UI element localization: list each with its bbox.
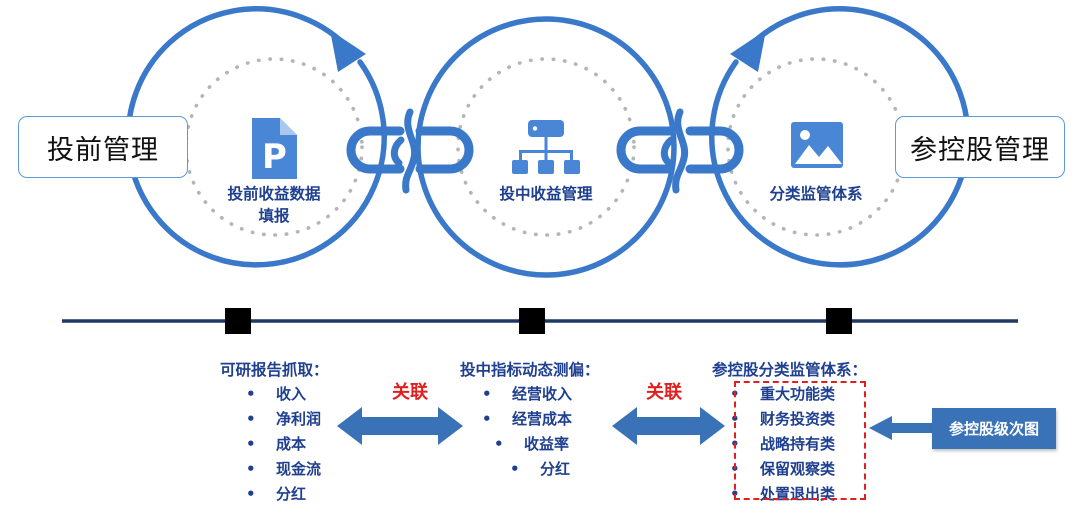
list-item-label: 重大功能类 — [760, 385, 836, 403]
timeline-marker-3 — [826, 308, 852, 334]
label-shareholding-management-text: 参控股管理 — [910, 134, 1050, 166]
list-item: • 净利润 — [218, 407, 329, 432]
list-item-label: 现金流 — [276, 460, 322, 478]
document-p-icon: P — [252, 118, 297, 179]
label-pre-investment: 投前管理 — [18, 116, 188, 178]
svg-text:P: P — [262, 137, 287, 177]
list-item-label: 分红 — [276, 485, 307, 503]
relation-arrow-2 — [612, 407, 725, 445]
org-chart-icon — [512, 120, 580, 174]
list-item: • 经营收入 — [460, 382, 600, 407]
list-item: • 成本 — [218, 432, 329, 457]
list-item-label: 成本 — [276, 435, 307, 453]
list-item-label: 净利润 — [276, 410, 322, 428]
callout-label: 参控股级次图 — [948, 420, 1039, 438]
list-item-label: 财务投资类 — [760, 410, 836, 428]
timeline-marker-1 — [225, 308, 251, 334]
column-c-title: 参控股分类监管体系： — [712, 361, 868, 379]
bullet-icon: • — [482, 410, 492, 428]
relation-label-1: 关联 — [392, 382, 428, 403]
list-item-label: 收益率 — [524, 435, 570, 453]
timeline-marker-2 — [519, 308, 545, 334]
bullet-icon: • — [510, 460, 520, 478]
list-item: • 经营成本 — [460, 407, 600, 432]
column-a-list: • 收入 • 净利润 • 成本 • 现金流 • 分红 — [218, 382, 329, 507]
circle-outline-2 — [415, 16, 677, 278]
callout-shareholding-level-chart[interactable]: 参控股级次图 — [932, 408, 1056, 449]
bullet-icon: • — [494, 435, 504, 453]
list-item: • 分红 — [460, 457, 600, 482]
list-item-label: 收入 — [276, 385, 307, 403]
bullet-icon: • — [482, 385, 492, 403]
dotted-circle-2 — [456, 57, 636, 237]
circle-caption-3: 分类监管体系 — [769, 185, 863, 203]
list-item: • 分红 — [218, 482, 329, 507]
bullet-icon: • — [246, 410, 256, 428]
list-item-label: 保留观察类 — [760, 460, 836, 478]
circle-caption-1: 投前收益数据 填报 — [227, 185, 321, 225]
column-b-title: 投中指标动态测偏： — [460, 361, 600, 379]
bullet-icon: • — [246, 460, 256, 478]
list-item-label: 经营收入 — [512, 385, 573, 403]
timeline-axis — [62, 308, 1018, 334]
bullet-icon: • — [246, 485, 256, 503]
relation-label-2: 关联 — [646, 382, 682, 403]
list-item: • 收入 — [218, 382, 329, 407]
label-shareholding-management: 参控股管理 — [895, 116, 1065, 178]
chain-link-icon-2 — [616, 108, 744, 194]
bullet-icon: • — [246, 385, 256, 403]
label-pre-investment-text: 投前管理 — [47, 134, 159, 166]
bullet-icon: • — [246, 435, 256, 453]
relation-arrow-1 — [337, 407, 463, 445]
column-a-title: 可研报告抓取： — [220, 361, 329, 379]
chain-link-icon-1 — [346, 108, 474, 194]
column-dynamic-indicators: 投中指标动态测偏： •经营收入 •经营成本 •收益率 •分红 — [460, 358, 600, 482]
list-item-label: 分红 — [540, 460, 571, 478]
highlight-dashed-box — [734, 381, 866, 500]
column-feasibility-report: 可研报告抓取： • 收入 • 净利润 • 成本 • 现金流 • 分红 — [218, 358, 329, 507]
column-b-list: •经营收入 •经营成本 •收益率 •分红 — [460, 382, 600, 482]
callout-arrow — [869, 416, 936, 440]
dotted-circle-3 — [726, 57, 906, 237]
list-item-label: 战略持有类 — [760, 435, 836, 453]
list-item-label: 经营成本 — [512, 410, 573, 428]
image-picture-icon — [791, 122, 843, 168]
list-item: • 收益率 — [460, 432, 600, 457]
circle-caption-2: 投中收益管理 — [499, 185, 593, 203]
list-item: • 现金流 — [218, 457, 329, 482]
